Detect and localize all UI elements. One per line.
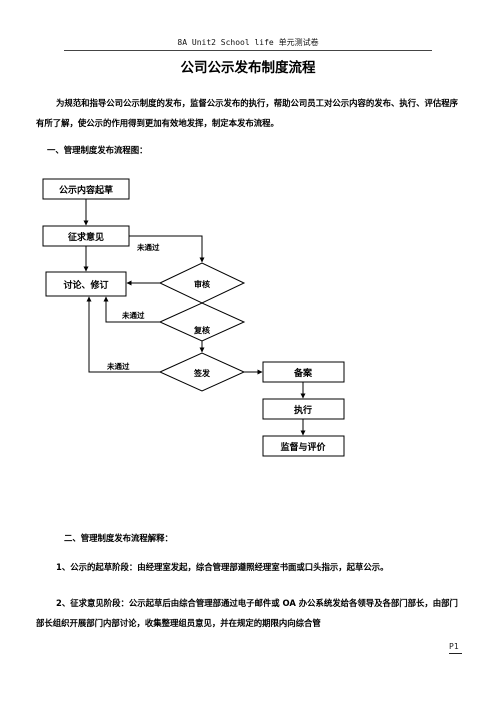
node-review: 审核 [158, 262, 246, 304]
node-review-label: 审核 [194, 279, 210, 289]
node-archive-label: 备案 [293, 367, 313, 379]
node-revise-label: 讨论、修订 [63, 279, 108, 291]
line-solicit-to-review [129, 235, 205, 263]
page-header: 8A Unit2 School life 单元测试卷 [177, 38, 319, 47]
flow-connectors [83, 199, 306, 436]
header-divider [64, 50, 432, 51]
node-solicit-label: 征求意见 [68, 231, 104, 243]
node-supervise-label: 监督与评价 [280, 441, 326, 453]
node-archive: 备案 [262, 361, 345, 383]
node-draft: 公示内容起草 [42, 178, 130, 200]
node-revise: 讨论、修订 [45, 271, 127, 297]
node-solicit: 征求意见 [42, 225, 130, 247]
node-execute-label: 执行 [294, 404, 312, 416]
node-sign: 签发 [158, 352, 246, 392]
explanation-item-2: 2、征求意见阶段：公示起草后由综合管理部通过电子邮件或 OA 办公系统发给各领导… [36, 598, 458, 628]
label-not-passed-sign: 未通过 [107, 361, 130, 371]
page-number: P1 [449, 642, 459, 651]
node-sign-label: 签发 [193, 368, 211, 378]
intro-paragraph: 为规范和指导公司公示制度的发布，监督公示发布的执行，帮助公司员工对公示内容的发布… [36, 98, 458, 128]
arrow-sign-fail-to-revise [86, 296, 160, 373]
section-1-heading: 一、管理制度发布流程图： [47, 145, 148, 155]
node-recheck-label: 复核 [193, 325, 210, 335]
label-not-passed-recheck: 未通过 [122, 310, 145, 320]
node-recheck: 复核 [158, 302, 246, 342]
section-2-heading: 二、管理制度发布流程解释： [64, 533, 173, 543]
label-not-passed-review: 未通过 [137, 242, 160, 252]
node-draft-label: 公示内容起草 [59, 184, 113, 196]
explanation-item-1: 1、公示的起草阶段：由经理室发起，综合管理部遵照经理室书面或口头指示，起草公示。 [56, 562, 389, 572]
node-execute: 执行 [262, 398, 345, 420]
arrow-recheck-fail-to-revise [103, 296, 160, 323]
node-supervise: 监督与评价 [262, 435, 345, 457]
document-title: 公司公示发布制度流程 [180, 60, 316, 76]
page-number-underline [449, 653, 462, 654]
